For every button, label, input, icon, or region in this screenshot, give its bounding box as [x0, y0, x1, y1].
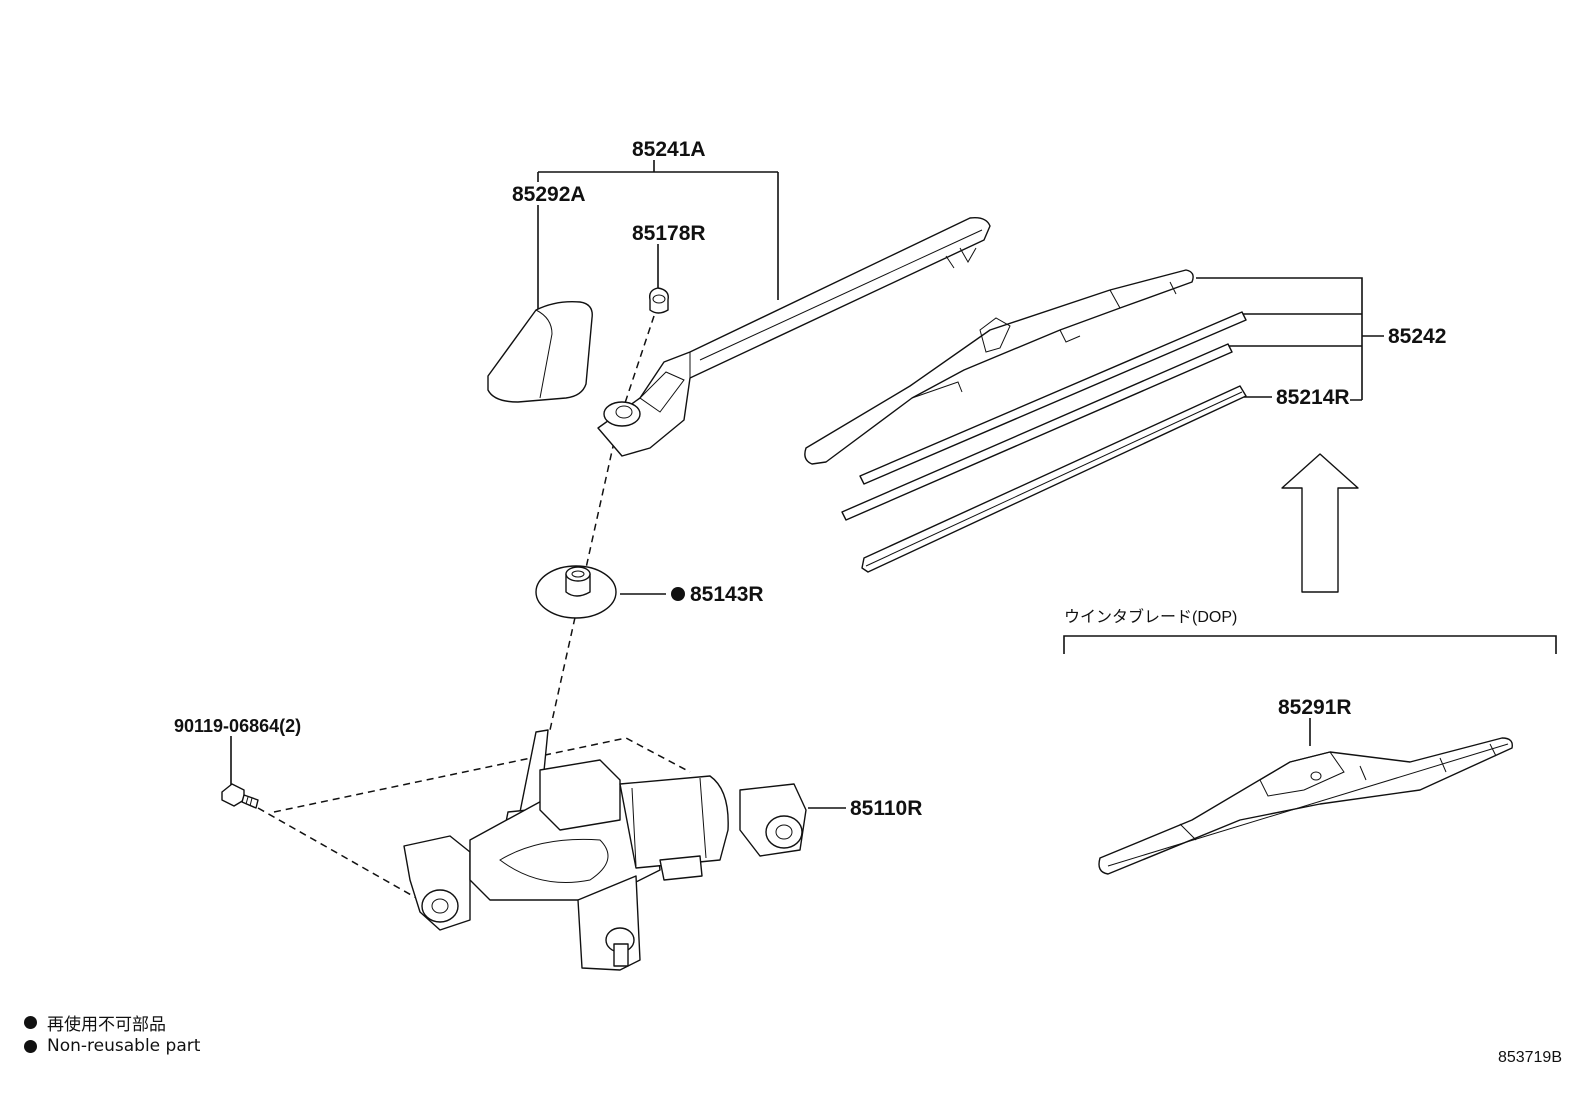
winter-section-bracket	[1063, 635, 1557, 654]
label-85292a: 85292A	[512, 183, 586, 206]
label-85178r: 85178R	[632, 222, 706, 245]
legend-line-2: Non-reusable part	[24, 1036, 200, 1056]
label-85241a: 85241A	[632, 138, 706, 161]
label-85214r: 85214R	[1276, 386, 1350, 409]
filled-circle-icon	[24, 1039, 37, 1053]
legend-line-1: 再使用不可部品	[24, 1010, 166, 1035]
winter-section-title: ウインタブレード(DOP)	[1064, 607, 1237, 626]
label-85242: 85242	[1388, 325, 1446, 348]
blade-strip-1	[859, 311, 1247, 485]
reference-code: 853719B	[1497, 1049, 1562, 1066]
label-85110r: 85110R	[850, 797, 922, 820]
assembly-line-bolt	[257, 737, 691, 901]
leader-85242	[1196, 277, 1384, 401]
non-reusable-marker-icon	[671, 587, 685, 601]
blade-rubber-85214r	[861, 385, 1247, 573]
wiper-cap-part	[487, 300, 593, 403]
up-arrow-icon	[1281, 453, 1359, 593]
filled-circle-icon	[24, 1016, 37, 1029]
cover-part	[535, 565, 617, 619]
nut-part	[648, 287, 669, 314]
label-85291r: 85291R	[1278, 696, 1352, 719]
winter-blade-part	[1098, 737, 1513, 875]
wiper-arm-part	[597, 216, 991, 457]
wiper-blade-part	[804, 269, 1194, 465]
leader-85241a	[537, 160, 779, 300]
bolt-part	[221, 783, 259, 809]
blade-strip-2	[841, 343, 1233, 521]
legend-text-en: Non-reusable part	[47, 1036, 201, 1056]
wiper-motor-part	[403, 729, 807, 971]
legend-text-jp: 再使用不可部品	[47, 1015, 166, 1035]
label-85143r: 85143R	[690, 583, 764, 606]
label-90119: 90119-06864(2)	[174, 716, 301, 736]
